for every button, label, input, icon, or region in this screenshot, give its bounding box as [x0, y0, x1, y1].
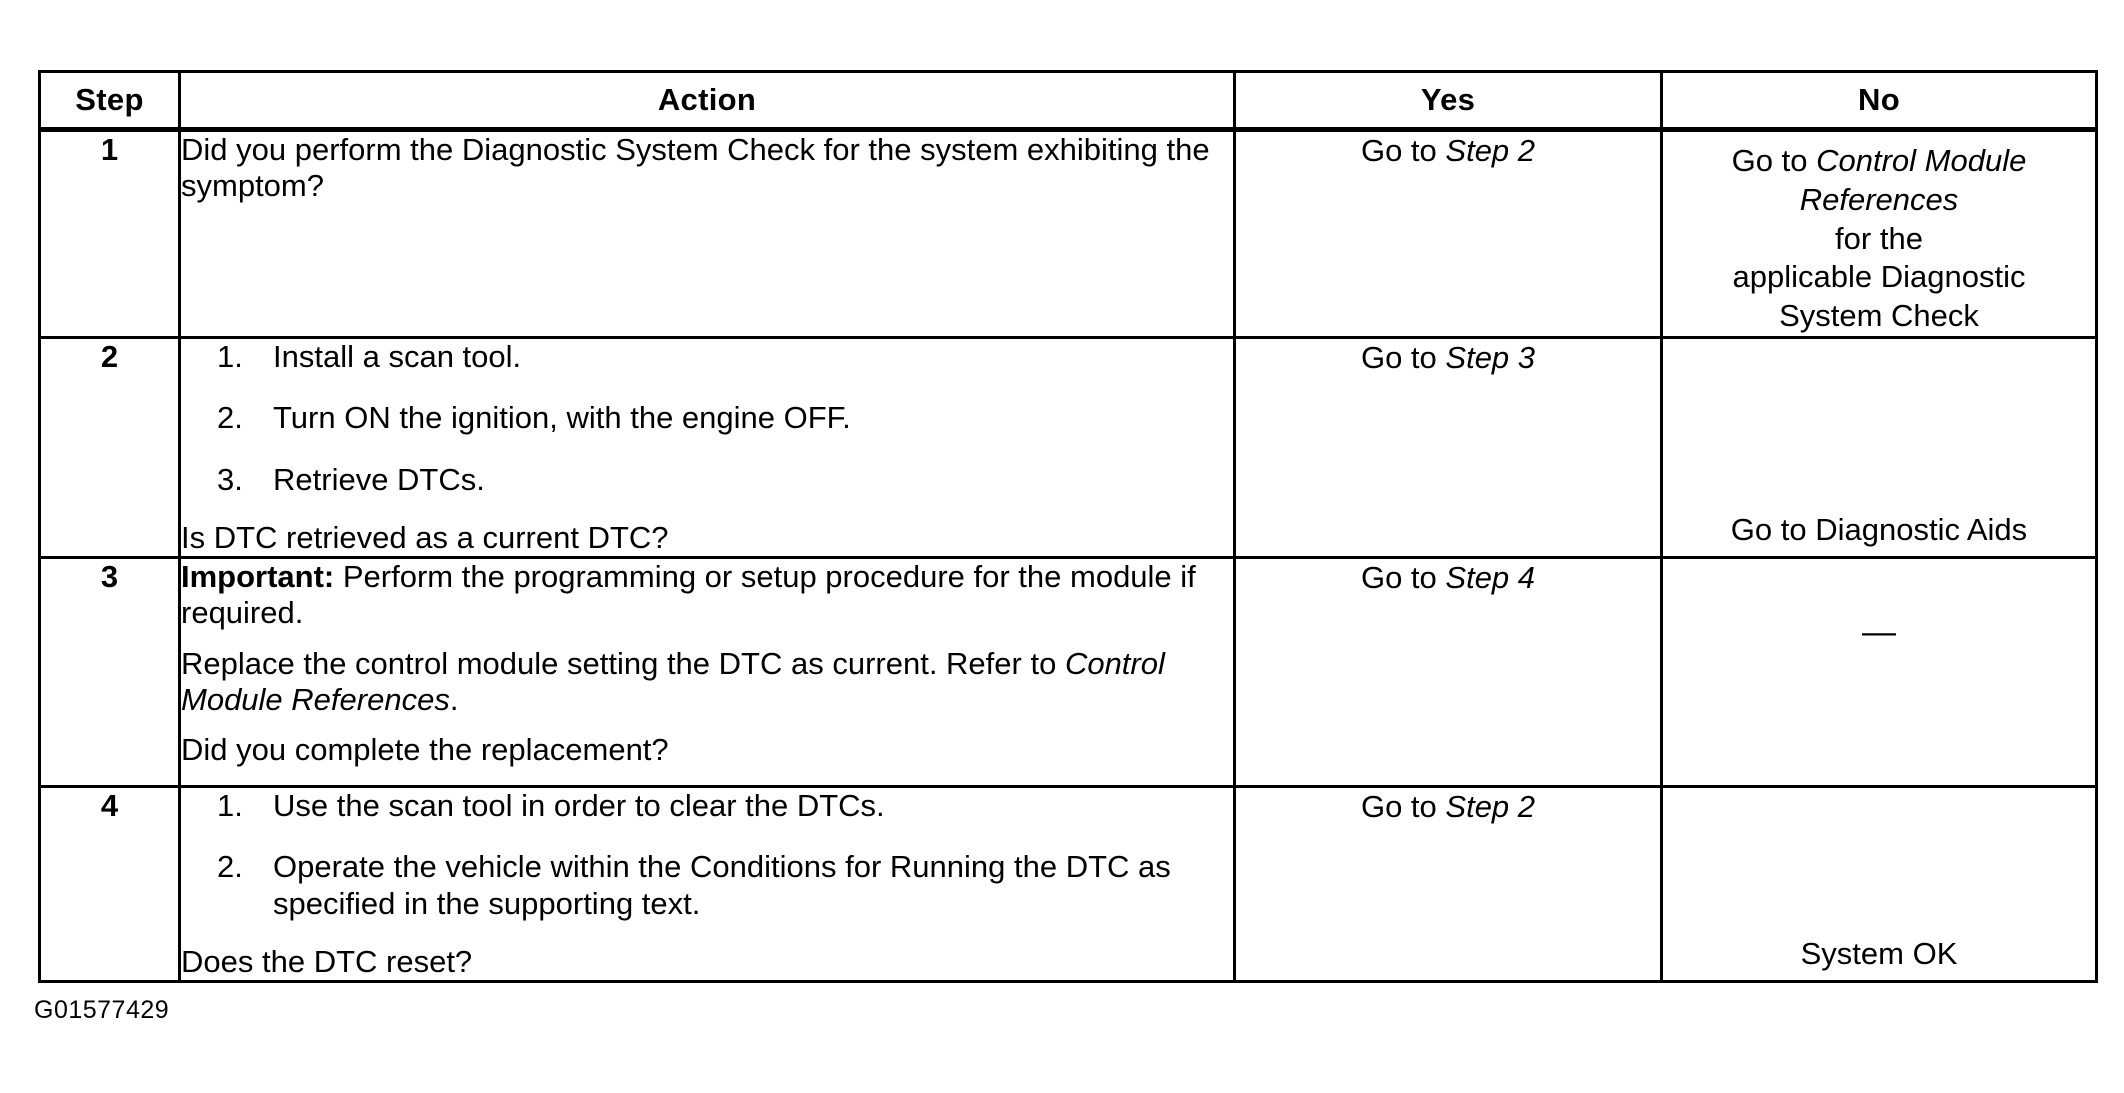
important-label: Important: — [181, 559, 335, 595]
step-number: 1 — [38, 128, 181, 339]
table-row: 3 Important: Perform the programming or … — [38, 556, 2098, 789]
yes-reference[interactable]: Step 2 — [1445, 789, 1536, 825]
no-result-dash: — — [1862, 613, 1896, 652]
list-item-number: 1. — [217, 788, 243, 824]
step-number: 3 — [38, 556, 181, 789]
list-item-text: Install a scan tool. — [273, 339, 522, 374]
list-item-text: Turn ON the ignition, with the engine OF… — [273, 400, 851, 436]
list-item: 2. Operate the vehicle within the Conditi… — [181, 849, 1233, 922]
no-cell: — — [1660, 556, 2098, 789]
action-question: Did you complete the replacement? — [181, 732, 669, 768]
column-header-yes: Yes — [1233, 70, 1663, 132]
figure-caption: G01577429 — [34, 996, 170, 1024]
no-cell: Go to Diagnostic Aids — [1660, 335, 2098, 560]
yes-cell: Go to Step 3 — [1233, 335, 1663, 560]
yes-cell: Go to Step 2 — [1233, 128, 1663, 339]
list-item-text: Retrieve DTCs. — [273, 461, 485, 497]
column-header-action: Action — [178, 70, 1236, 132]
no-result[interactable]: Go to Diagnostic Aids — [1730, 512, 2028, 548]
list-item-text: Operate the vehicle within the Condition… — [273, 849, 1171, 921]
important-text: Perform the programming or setup procedu… — [181, 559, 1196, 631]
table-row: 2 1. Install a scan tool. 2. Turn ON the i… — [38, 335, 2098, 560]
list-item-number: 1. — [217, 339, 243, 374]
step-number: 4 — [38, 785, 181, 984]
no-prefix: Go to — [1731, 143, 1817, 178]
list-item: 1. Use the scan tool in order to clear th… — [181, 788, 1233, 824]
action-cell: Did you perform the Diagnostic System Ch… — [178, 128, 1236, 339]
list-item: 3. Retrieve DTCs. — [181, 462, 1233, 498]
table-header-row: Step Action Yes No — [38, 70, 2098, 132]
yes-prefix: Go to — [1360, 340, 1446, 375]
table-row: 4 1. Use the scan tool in order to clear … — [38, 785, 2098, 984]
list-item-number: 3. — [217, 461, 243, 497]
yes-result: Go to Step 3 — [1236, 339, 1660, 384]
column-header-no: No — [1660, 70, 2098, 132]
yes-reference[interactable]: Step 2 — [1445, 133, 1536, 168]
yes-result: Go to Step 2 — [1236, 132, 1660, 177]
action-question: Is DTC retrieved as a current DTC? — [181, 519, 669, 555]
no-line4: applicable Diagnostic — [1732, 259, 2026, 295]
list-item-text: Use the scan tool in order to clear the … — [273, 788, 885, 824]
list-item-number: 2. — [217, 849, 243, 885]
action-step-list: 1. Use the scan tool in order to clear th… — [181, 788, 1233, 922]
yes-cell: Go to Step 4 — [1233, 556, 1663, 789]
action-body-prefix: Replace the control module setting the D… — [181, 645, 1065, 681]
action-step-list: 1. Install a scan tool. 2. Turn ON the ign… — [181, 339, 1233, 498]
diagnostic-table: Step Action Yes No 1 Did you perform the… — [38, 70, 2098, 984]
action-cell: 1. Use the scan tool in order to clear th… — [178, 785, 1236, 984]
no-cell: System OK — [1660, 785, 2098, 984]
list-item: 1. Install a scan tool. — [181, 339, 1233, 375]
step-number: 2 — [38, 335, 181, 560]
action-cell: Important: Perform the programming or se… — [178, 556, 1236, 789]
important-note: Important: Perform the programming or se… — [181, 559, 1233, 632]
yes-prefix: Go to — [1360, 133, 1446, 168]
yes-reference[interactable]: Step 4 — [1445, 560, 1536, 596]
action-body-reference[interactable]: Control Module References — [181, 645, 1165, 717]
yes-prefix: Go to — [1360, 560, 1446, 596]
table-row: 1 Did you perform the Diagnostic System … — [38, 128, 2098, 339]
diagnostic-table-container: Step Action Yes No 1 Did you perform the… — [38, 70, 2098, 984]
no-result: System OK — [1800, 936, 1958, 972]
yes-prefix: Go to — [1360, 789, 1446, 825]
list-item-number: 2. — [217, 400, 243, 436]
column-header-step: Step — [38, 70, 181, 132]
action-body-suffix: . — [449, 681, 459, 717]
yes-cell: Go to Step 2 — [1233, 785, 1663, 984]
action-cell: 1. Install a scan tool. 2. Turn ON the ign… — [178, 335, 1236, 560]
action-question: Does the DTC reset? — [181, 943, 473, 979]
yes-result: Go to Step 2 — [1236, 788, 1660, 833]
no-line5: System Check — [1779, 298, 1979, 333]
no-line3: for the — [1835, 220, 1923, 256]
no-reference-line2[interactable]: References — [1799, 181, 1959, 217]
yes-reference[interactable]: Step 3 — [1445, 340, 1536, 375]
action-body: Replace the control module setting the D… — [181, 646, 1233, 719]
no-reference-line1[interactable]: Control Module — [1816, 143, 2027, 178]
yes-result: Go to Step 4 — [1236, 559, 1660, 604]
action-paragraph: Did you perform the Diagnostic System Ch… — [181, 132, 1210, 204]
list-item: 2. Turn ON the ignition, with the engine … — [181, 400, 1233, 436]
